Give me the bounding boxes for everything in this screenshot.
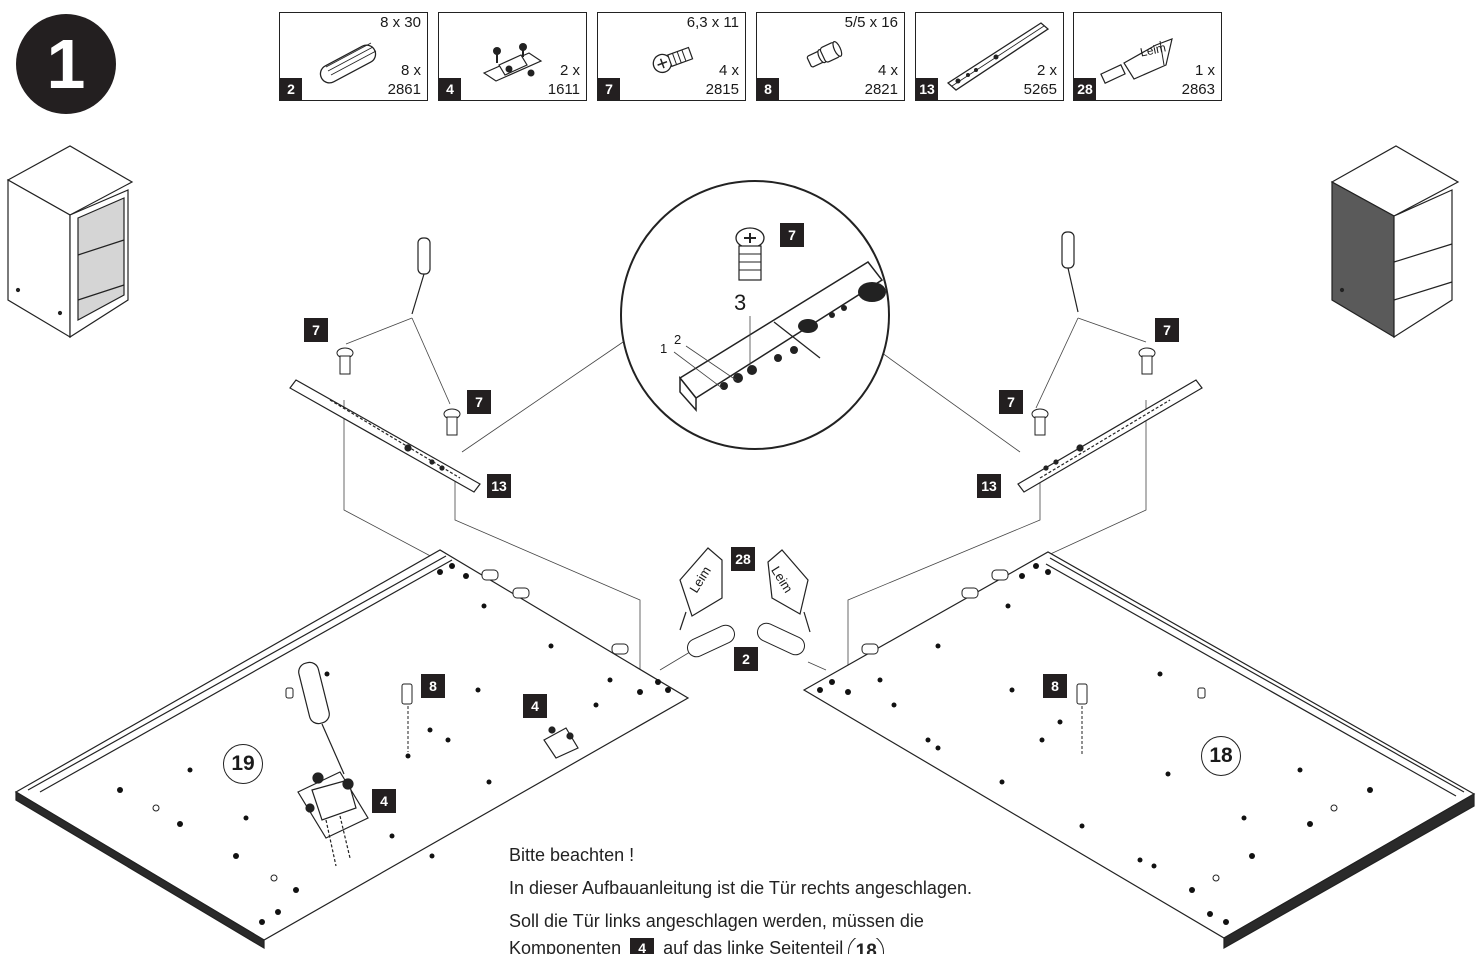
shelf-pin-icon — [806, 41, 843, 68]
part-quantity: 2 x — [559, 62, 580, 79]
callout-glue: 28 — [731, 547, 755, 571]
part-code: 2815 — [705, 81, 739, 98]
part-box-dowel: 8 x 30 8 x 2861 2 — [279, 12, 428, 101]
callout-hinge: 4 — [523, 694, 547, 718]
glue-tube-icon — [1100, 38, 1173, 84]
part-box-glue: Leim 1 x 2863 28 — [1073, 12, 1222, 101]
callout-pin: 8 — [421, 674, 445, 698]
note-heading: Bitte beachten ! — [509, 845, 635, 865]
note-line: Soll die Tür links angeschlagen werden, … — [509, 911, 924, 931]
part-dimension: 8 x 30 — [380, 14, 421, 31]
callout-detail-screw: 7 — [780, 223, 804, 247]
detail-label-2: 2 — [674, 332, 682, 347]
panel-number-left: 19 — [223, 744, 263, 784]
detail-label-1: 1 — [660, 341, 668, 356]
part-number: 4 — [439, 78, 461, 100]
cabinet-right-icon — [1330, 145, 1460, 339]
part-quantity: 4 x — [877, 62, 898, 79]
panel-number-right: 18 — [1201, 736, 1241, 776]
part-dimension: 5/5 x 16 — [844, 14, 898, 31]
part-box-drawer-rail: 2 x 5265 13 — [915, 12, 1064, 101]
part-box-hinge-plate: 2 x 1611 4 — [438, 12, 587, 101]
detail-magnifier — [620, 180, 890, 450]
callout-screw: 7 — [467, 390, 491, 414]
side-panel-left — [14, 549, 690, 950]
note-line-partial: Komponenten 4 auf das linke Seitenteil 1… — [509, 938, 885, 954]
note-text: Komponenten — [509, 938, 627, 954]
panel-holes-right — [817, 563, 1373, 925]
cabinet-left-icon — [6, 145, 134, 339]
callout-screw: 7 — [1155, 318, 1179, 342]
callout-screw: 7 — [999, 390, 1023, 414]
drawer-rail-left — [289, 379, 481, 493]
screw-icon — [336, 347, 1156, 436]
callout-screw: 7 — [304, 318, 328, 342]
shelf-pin-icon — [285, 683, 1206, 756]
note-panel-ref: 18 — [848, 938, 885, 954]
part-number: 7 — [598, 78, 620, 100]
glue-tube-icon — [679, 547, 811, 633]
step-number-badge: 1 — [16, 14, 116, 114]
part-quantity: 4 x — [718, 62, 739, 79]
callout-rail: 13 — [487, 474, 511, 498]
callout-dowel: 2 — [734, 647, 758, 671]
part-code: 1611 — [547, 81, 580, 98]
part-quantity: 8 x — [400, 62, 421, 79]
drawer-rail-icon — [946, 22, 1050, 91]
part-number: 2 — [280, 78, 302, 100]
part-number: 8 — [757, 78, 779, 100]
note-text: auf das linke Seitenteil — [658, 938, 849, 954]
part-code: 2861 — [387, 81, 421, 98]
screw-icon — [652, 46, 694, 74]
callout-pin: 8 — [1043, 674, 1067, 698]
callout-hinge: 4 — [372, 789, 396, 813]
callout-rail: 13 — [977, 474, 1001, 498]
dowel-icon — [319, 42, 377, 84]
detail-label-3: 3 — [734, 290, 747, 315]
part-code: 5265 — [1023, 81, 1057, 98]
screwdriver-icon — [298, 661, 345, 775]
part-code: 2821 — [864, 81, 898, 98]
part-box-shelf-pin: 5/5 x 16 4 x 2821 8 — [756, 12, 905, 101]
callout-hinge-inline: 4 — [630, 938, 655, 954]
drawer-rail-right — [1017, 379, 1203, 493]
part-code: 2863 — [1181, 81, 1215, 98]
part-quantity: 2 x — [1036, 62, 1057, 79]
part-number: 28 — [1074, 78, 1096, 100]
screwdriver-icon — [411, 231, 1079, 315]
part-dimension: 6,3 x 11 — [686, 14, 739, 31]
hinge-plate-icon — [482, 43, 543, 82]
note-line: In dieser Aufbauanleitung ist die Tür re… — [509, 878, 972, 898]
panel-holes-left — [117, 563, 671, 925]
part-quantity: 1 x — [1194, 62, 1215, 79]
hinge-plate-icon — [297, 726, 579, 867]
part-box-screw: 6,3 x 11 4 x 2815 7 — [597, 12, 746, 101]
side-panel-right — [802, 551, 1476, 950]
dowel-icon — [481, 569, 1009, 658]
part-number: 13 — [916, 78, 938, 100]
